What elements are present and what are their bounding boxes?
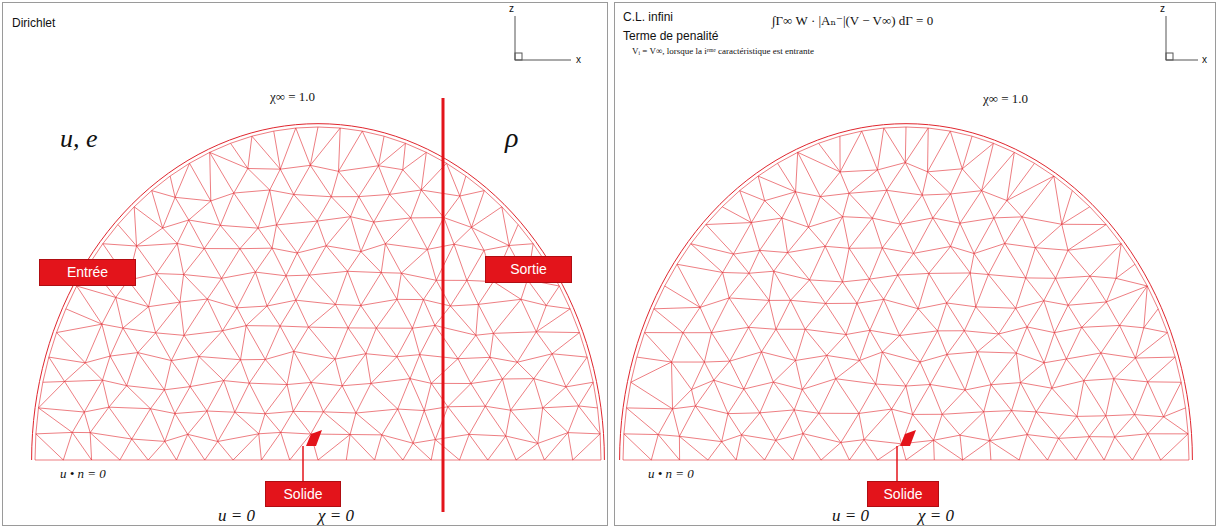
outlet-cut-line — [442, 98, 445, 512]
boundary-panel: C.L. infiniTerme de penalitéSolide — [614, 2, 1216, 526]
solid-body — [306, 430, 322, 446]
tag-box: Entrée — [39, 259, 136, 286]
axis-corner — [1166, 53, 1173, 60]
tag-box: Solide — [867, 481, 939, 507]
formula-note: Vᵢ = V∞, lorsque la iᵉᵐᵉ caractéristique… — [632, 46, 814, 56]
boundary-condition: u • n = 0 — [648, 467, 694, 482]
boundary-condition: χ = 0 — [918, 506, 954, 526]
boundary-value: χ∞ = 1.0 — [983, 92, 1028, 107]
axis-label: z — [509, 3, 514, 15]
axis-label: x — [576, 54, 581, 66]
mesh-group — [32, 124, 1193, 460]
axis-symbol — [515, 16, 1198, 60]
boundary-panel: DirichletEntrée SortieSolide — [2, 2, 608, 526]
leader-line — [302, 446, 304, 481]
penalty-formula: ∫Γ∞ W · |Aₙ⁻|(V − V∞) dΓ = 0 — [772, 14, 933, 29]
tag-box: Solide — [265, 481, 341, 507]
axis-line — [515, 60, 571, 61]
panel-heading: Terme de penalité — [623, 30, 718, 44]
triangle-mesh — [623, 127, 1189, 460]
tag-text: Solide — [284, 486, 323, 502]
boundary-condition: u = 0 — [218, 506, 255, 526]
triangle-mesh — [35, 127, 601, 460]
panel-heading: C.L. infini — [623, 11, 673, 25]
tag-text: Entrée — [67, 264, 108, 280]
panel-heading: Dirichlet — [12, 17, 55, 31]
boundary-condition: u = 0 — [832, 506, 869, 526]
far-field-arc — [32, 124, 605, 460]
tag-text: Solide — [884, 486, 923, 502]
variable-name: u, e — [60, 124, 98, 154]
boundary-value: χ∞ = 1.0 — [270, 90, 315, 105]
tag-text: Sortie — [510, 261, 547, 277]
variable-name: ρ — [505, 122, 518, 154]
axis-corner — [515, 53, 522, 60]
solid-body — [900, 430, 916, 446]
axis-label: x — [1202, 54, 1207, 66]
tag-box: Sortie — [485, 256, 572, 283]
leader-line — [896, 446, 898, 481]
boundary-condition: χ = 0 — [318, 506, 354, 526]
far-field-arc — [620, 124, 1193, 460]
axis-label: z — [1160, 3, 1165, 15]
boundary-condition: u • n = 0 — [60, 467, 106, 482]
